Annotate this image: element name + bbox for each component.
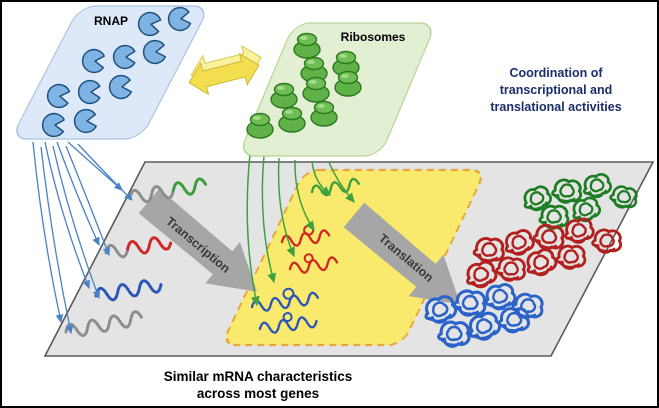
caption-line-1: Similar mRNA characteristics xyxy=(163,369,353,384)
ribosomes-panel-label: Ribosomes xyxy=(340,30,406,44)
nascent-mrna-red-2 xyxy=(288,253,339,274)
translation-arrow xyxy=(343,202,461,305)
ribosome-icon xyxy=(310,100,338,127)
coordination-annotation: Coordination of transcriptional and tran… xyxy=(454,65,657,116)
ribosome-icon xyxy=(334,70,362,97)
coordination-line-2: transcriptional and xyxy=(499,83,613,97)
ribosome-icon xyxy=(293,32,321,59)
nascent-mrna-green xyxy=(310,177,360,197)
ribosome-icon xyxy=(302,76,330,103)
coordination-line-1: Coordination of xyxy=(509,66,603,80)
mrna-strand-4 xyxy=(64,310,144,337)
ribosome-to-mrna-arrows xyxy=(246,153,355,307)
nascent-mrna-blue-1 xyxy=(250,287,320,312)
ribosome-icon xyxy=(246,112,274,139)
ribosome-icon xyxy=(270,82,298,109)
mrna-strand-3 xyxy=(94,279,163,302)
transcription-arrow xyxy=(138,188,258,292)
ribosome-icon xyxy=(278,106,306,133)
rnap-panel-label: RNAP xyxy=(93,14,128,28)
mrna-strand-1 xyxy=(128,177,208,204)
coordination-line-3: translational activities xyxy=(490,100,622,114)
caption-line-2: across most genes xyxy=(196,386,320,401)
bottom-caption: Similar mRNA characteristics across most… xyxy=(102,368,414,402)
rnap-to-gene-arrows xyxy=(32,141,133,335)
coupling-double-arrow xyxy=(188,44,262,96)
nascent-mrna-blue-2 xyxy=(258,312,318,334)
